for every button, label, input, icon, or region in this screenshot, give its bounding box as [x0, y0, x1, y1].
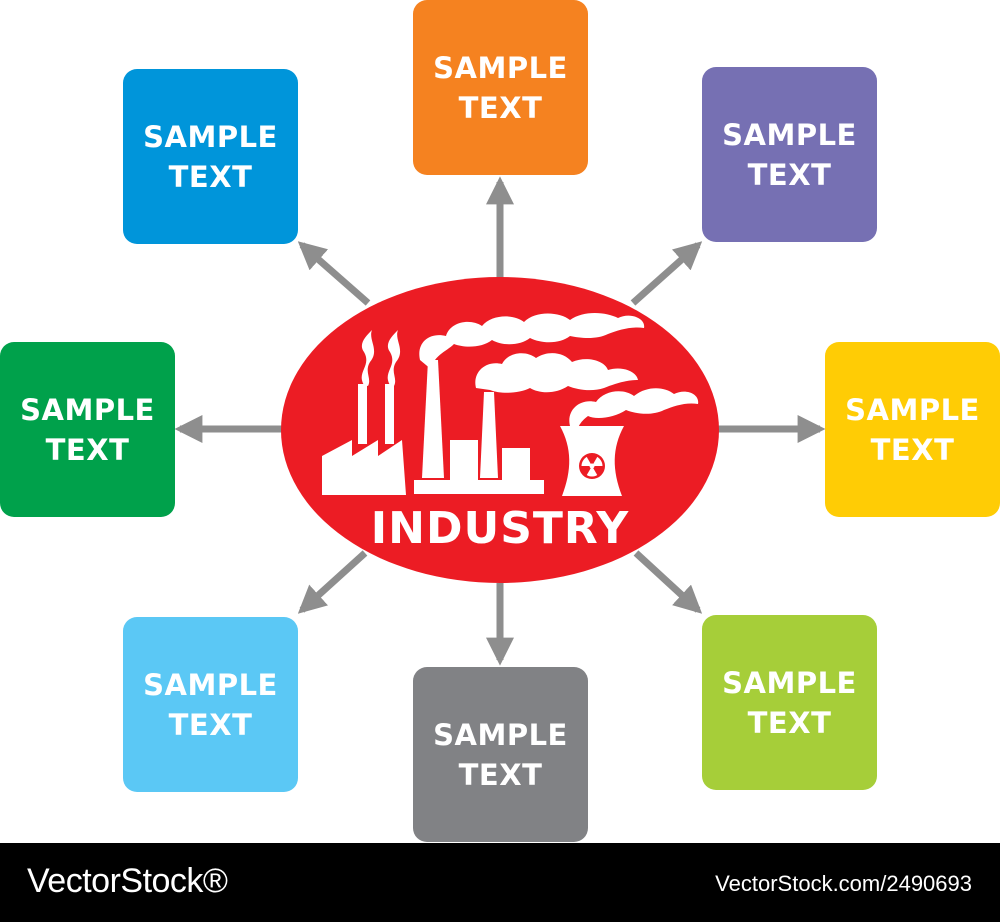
node-southeast: SAMPLE TEXT: [702, 615, 877, 790]
node-northwest: SAMPLE TEXT: [123, 69, 298, 244]
industry-hub: [281, 277, 719, 583]
node-southwest-line1: SAMPLE: [143, 667, 278, 702]
node-west: SAMPLE TEXT: [0, 342, 175, 517]
node-southeast-line1: SAMPLE: [722, 665, 857, 700]
image-reference: VectorStock.com/2490693: [715, 871, 972, 896]
node-northeast-line1: SAMPLE: [722, 117, 857, 152]
node-east-line1: SAMPLE: [845, 392, 980, 427]
node-northeast-line2: TEXT: [747, 157, 832, 192]
watermark-footer: VectorStock® VectorStock.com/2490693: [0, 843, 1000, 922]
hub-label: INDUSTRY: [370, 503, 630, 554]
vectorstock-logo: VectorStock®: [27, 862, 228, 900]
node-west-line1: SAMPLE: [20, 392, 155, 427]
node-northwest-line1: SAMPLE: [143, 119, 278, 154]
industry-diagram: INDUSTRY SAMPLE TEXT SAMPLE TEXT SAMPLE …: [0, 0, 1000, 842]
diagram-canvas: [174, 176, 826, 666]
connector-arrows: [174, 176, 826, 666]
node-west-line2: TEXT: [45, 432, 130, 467]
radiation-icon: [579, 453, 605, 479]
node-north-line2: TEXT: [458, 90, 543, 125]
node-southwest: SAMPLE TEXT: [123, 617, 298, 792]
node-east-line2: TEXT: [870, 432, 955, 467]
node-east: SAMPLE TEXT: [825, 342, 1000, 517]
arrow-to-sw: [297, 550, 368, 614]
node-south-line1: SAMPLE: [433, 717, 568, 752]
node-south-line2: TEXT: [458, 757, 543, 792]
arrow-to-ne: [630, 241, 703, 306]
node-northwest-line2: TEXT: [168, 159, 253, 194]
arrow-to-se: [633, 550, 703, 614]
arrow-to-nw: [297, 241, 371, 306]
node-southeast-line2: TEXT: [747, 705, 832, 740]
node-northeast: SAMPLE TEXT: [702, 67, 877, 242]
node-north: SAMPLE TEXT: [413, 0, 588, 175]
node-south: SAMPLE TEXT: [413, 667, 588, 842]
node-southwest-line2: TEXT: [168, 707, 253, 742]
node-north-line1: SAMPLE: [433, 50, 568, 85]
